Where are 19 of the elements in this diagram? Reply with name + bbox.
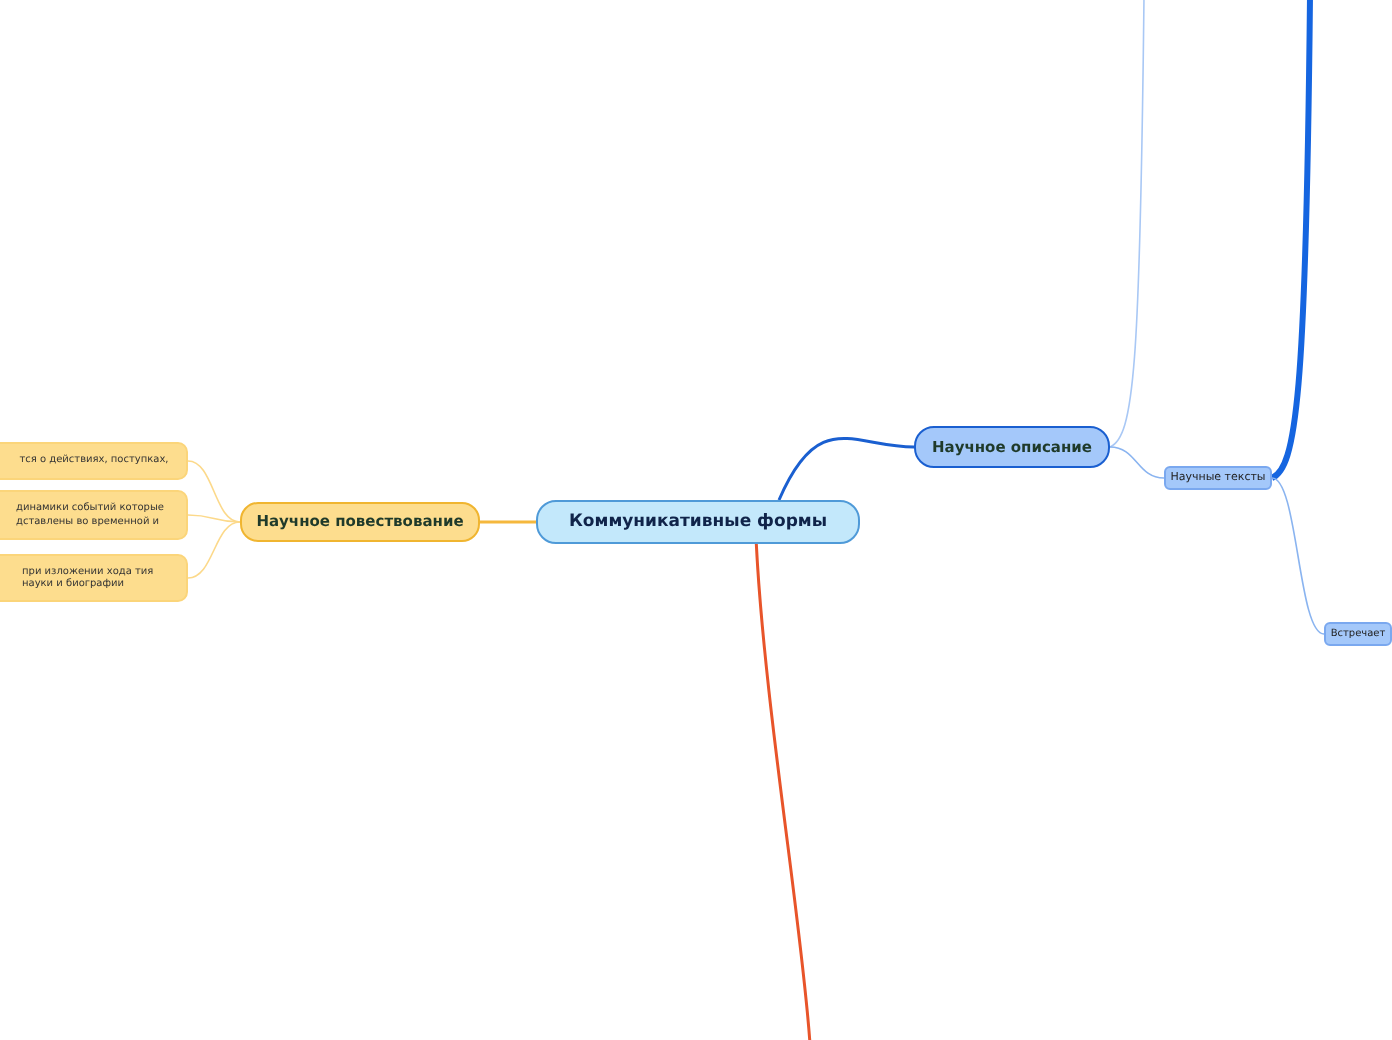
connector-line xyxy=(187,460,241,523)
central-topic-box xyxy=(536,500,860,544)
connector-line xyxy=(1109,446,1165,479)
subtopic-box xyxy=(0,554,188,602)
topic-box xyxy=(914,426,1110,468)
connector-line xyxy=(777,437,915,501)
subtopic-box xyxy=(1324,622,1392,646)
subtopic-box xyxy=(0,442,188,480)
connector-line xyxy=(187,514,241,523)
subtopic-box xyxy=(0,490,188,540)
topic-box xyxy=(240,502,480,542)
connector-line xyxy=(1271,477,1325,635)
connector-line xyxy=(480,520,536,524)
subtopic-box xyxy=(1164,466,1272,490)
connector-line xyxy=(1109,0,1145,448)
connector-line xyxy=(187,521,241,579)
connector-line xyxy=(1270,0,1313,481)
connector-line xyxy=(754,543,812,1040)
topic-text: Коммуникативные формы xyxy=(568,511,828,533)
